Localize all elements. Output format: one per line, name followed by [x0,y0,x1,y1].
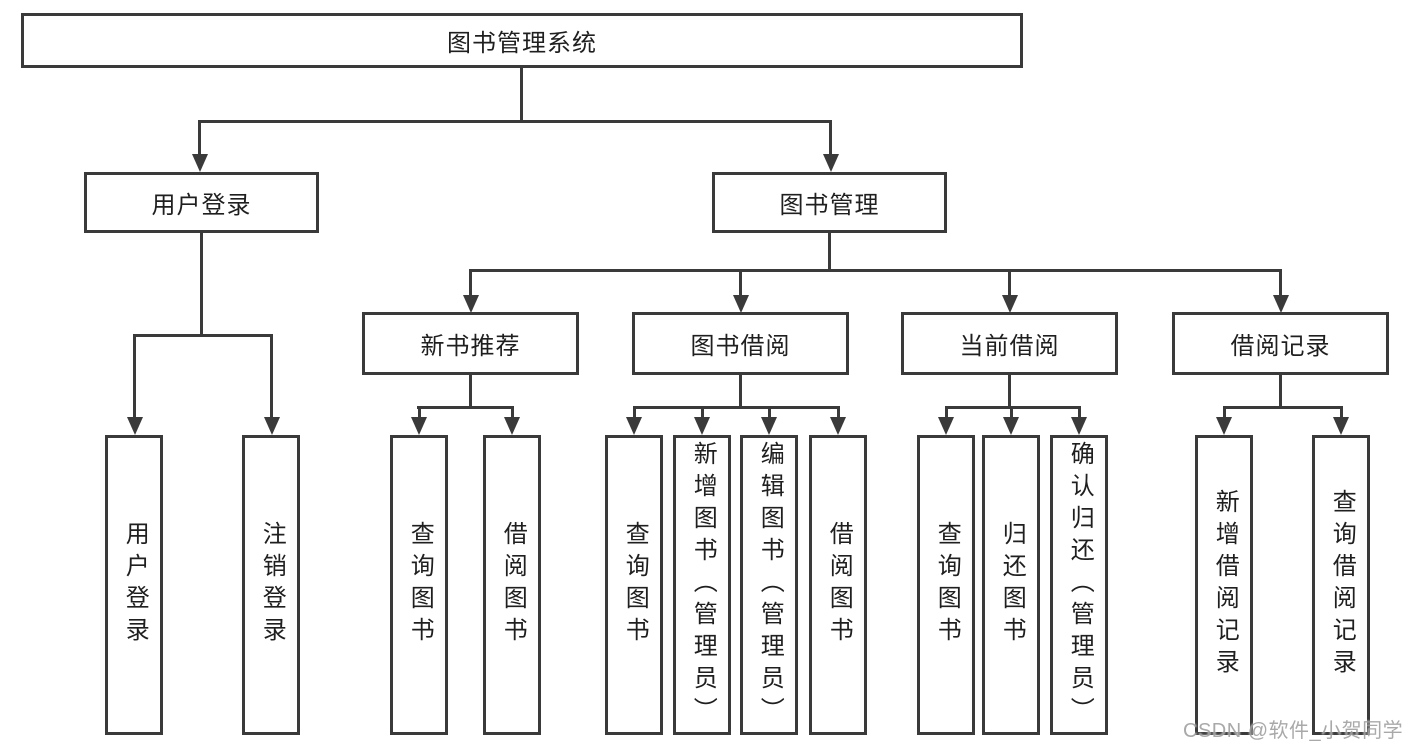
leaf-label: 编辑图书（管理员） [756,441,784,729]
leaf-label: 查询借阅记录 [1328,489,1356,681]
leaf-label: 查询图书 [933,521,961,649]
leaf-label: 用户登录 [121,521,149,649]
arrowhead-down-icon [192,154,208,172]
connector-hline [469,269,1282,272]
arrowhead-down-icon [761,417,777,435]
arrowhead-down-icon [1333,417,1349,435]
node-book-management-system: 图书管理系统 [21,13,1023,68]
arrowhead-down-icon [1273,295,1289,313]
arrowhead-down-icon [463,295,479,313]
connector-vline [739,269,742,298]
leaf-label: 新增图书（管理员） [689,441,717,729]
leaf-label: 归还图书 [998,521,1026,649]
leaf-logout: 注销登录 [242,435,300,735]
connector-vline [768,406,771,420]
node-borrow-records: 借阅记录 [1172,312,1389,375]
leaf-label: 查询图书 [406,521,434,649]
leaf-return-book: 归还图书 [982,435,1040,735]
node-user-login: 用户登录 [84,172,319,233]
connector-vline [1008,375,1011,409]
node-label: 用户登录 [151,192,252,219]
leaf-confirm-return-admin: 确认归还（管理员） [1050,435,1108,735]
connector-vline [739,375,742,409]
connector-vline [200,233,203,337]
connector-vline [1010,406,1013,420]
node-book-management: 图书管理 [712,172,947,233]
connector-hline [417,406,514,409]
connector-vline [511,406,514,420]
connector-vline [701,406,704,420]
arrowhead-down-icon [830,417,846,435]
node-book-borrow: 图书借阅 [632,312,849,375]
connector-vline [1279,375,1282,409]
connector-vline [1340,406,1343,420]
connector-hline [133,334,273,337]
node-label: 图书借阅 [690,333,791,360]
arrowhead-down-icon [626,417,642,435]
node-label: 借阅记录 [1230,333,1331,360]
leaf-label: 借阅图书 [499,521,527,649]
node-label: 图书管理系统 [447,30,597,57]
arrowhead-down-icon [1002,295,1018,313]
connector-hline [945,406,1081,409]
leaf-label: 确认归还（管理员） [1066,441,1094,729]
leaf-query-borrow-record: 查询借阅记录 [1312,435,1370,735]
leaf-query-books-recommend: 查询图书 [390,435,448,735]
arrowhead-down-icon [411,417,427,435]
arrowhead-down-icon [504,417,520,435]
connector-vline [1279,269,1282,298]
connector-vline [1223,406,1226,420]
arrowhead-down-icon [733,295,749,313]
leaf-label: 借阅图书 [825,521,853,649]
arrowhead-down-icon [1003,417,1019,435]
leaf-label: 查询图书 [621,521,649,649]
arrowhead-down-icon [1216,417,1232,435]
node-new-book-recommend: 新书推荐 [362,312,579,375]
leaf-label: 注销登录 [258,521,286,649]
connector-vline [829,120,832,157]
connector-vline [133,334,136,420]
connector-hline [198,120,832,123]
leaf-add-borrow-record: 新增借阅记录 [1195,435,1253,735]
connector-vline [1078,406,1081,420]
leaf-user-login: 用户登录 [105,435,163,735]
leaf-label: 新增借阅记录 [1211,489,1239,681]
arrowhead-down-icon [823,154,839,172]
connector-vline [198,120,201,157]
leaf-edit-book-admin: 编辑图书（管理员） [740,435,798,735]
connector-vline [633,406,636,420]
connector-hline [633,406,839,409]
leaf-borrow-books: 借阅图书 [809,435,867,735]
connector-vline [469,269,472,298]
arrowhead-down-icon [694,417,710,435]
connector-vline [828,233,831,272]
node-current-borrow: 当前借阅 [901,312,1118,375]
connector-vline [520,68,523,123]
connector-vline [469,375,472,409]
connector-vline [945,406,948,420]
connector-hline [1223,406,1343,409]
node-label: 图书管理 [779,192,880,219]
node-label: 新书推荐 [420,333,521,360]
arrowhead-down-icon [127,417,143,435]
csdn-watermark: CSDN @软件_小贺同学 [1183,720,1404,742]
arrowhead-down-icon [1071,417,1087,435]
node-label: 当前借阅 [959,333,1060,360]
arrowhead-down-icon [264,417,280,435]
connector-vline [270,334,273,420]
connector-vline [418,406,421,420]
leaf-add-book-admin: 新增图书（管理员） [673,435,731,735]
arrowhead-down-icon [938,417,954,435]
leaf-query-books-current: 查询图书 [917,435,975,735]
leaf-query-books-borrow: 查询图书 [605,435,663,735]
leaf-borrow-books-recommend: 借阅图书 [483,435,541,735]
connector-vline [1008,269,1011,298]
connector-vline [837,406,840,420]
